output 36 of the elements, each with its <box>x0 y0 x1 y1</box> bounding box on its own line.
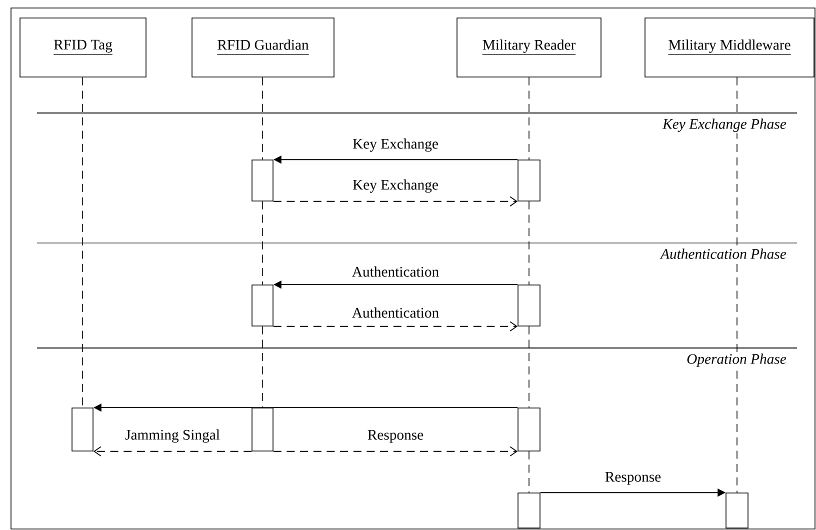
lifeline <box>82 76 83 408</box>
activation-bar <box>252 160 274 202</box>
message-arrow <box>93 446 252 457</box>
lifeline <box>262 201 263 285</box>
edge-label: Authentication <box>350 264 442 279</box>
phase-label: Key Exchange Phase <box>661 117 788 134</box>
edge-label: Authentication <box>350 305 442 320</box>
message-arrow <box>272 446 518 457</box>
activation-bar <box>518 492 540 528</box>
activation-bar <box>252 284 274 326</box>
lifeline <box>528 201 530 285</box>
lifeline <box>262 326 263 408</box>
participant-box: Military Middleware <box>644 18 814 78</box>
activation-bar <box>518 160 540 202</box>
lifeline <box>528 326 530 408</box>
lifeline <box>528 76 530 160</box>
lifeline <box>262 76 263 160</box>
lifeline <box>528 450 530 493</box>
edge-label: Key Exchange <box>350 177 440 195</box>
phase-label: Operation Phase <box>685 352 788 368</box>
participant-box: RFID Guardian <box>192 18 334 78</box>
activation-bar <box>518 408 540 452</box>
edge-label: Key Exchange <box>350 136 440 154</box>
activation-bar <box>726 492 748 528</box>
message-arrow <box>272 321 518 332</box>
phase-label: Authentication Phase <box>659 247 788 260</box>
activation-bar <box>518 284 540 326</box>
edge-label: Jamming Singal <box>123 427 222 445</box>
edge-label: Response <box>365 428 426 445</box>
participant-box: RFID Tag <box>20 18 146 78</box>
activation-bar <box>252 408 274 452</box>
message-arrow <box>272 196 518 207</box>
participant-box: Military Reader <box>456 18 602 78</box>
lifeline <box>736 76 738 493</box>
edge-label: Response <box>602 470 664 487</box>
activation-bar <box>72 408 94 452</box>
